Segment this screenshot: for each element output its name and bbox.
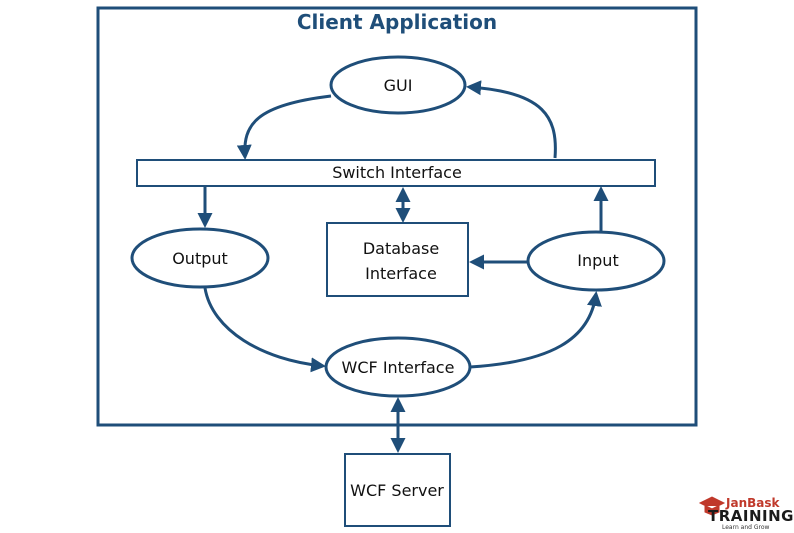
graduation-cap-icon xyxy=(698,496,726,516)
arrow-output-to-wcf-interface xyxy=(203,287,326,373)
switch-interface-label: Switch Interface xyxy=(332,163,462,182)
janbask-logo: JanBask TRAINING Learn and Grow xyxy=(698,496,794,531)
arrow-switch-to-gui xyxy=(466,80,557,159)
wcf-interface-label: WCF Interface xyxy=(342,358,455,377)
input-label: Input xyxy=(577,251,618,270)
gui-node xyxy=(329,55,467,115)
diagram-title: Client Application xyxy=(297,10,497,34)
database-interface-label-line2: Interface xyxy=(365,264,437,283)
wcf-server-label: WCF Server xyxy=(350,481,444,500)
logo-top-text: JanBask xyxy=(725,496,780,510)
logo-sub-text: Learn and Grow xyxy=(722,524,770,531)
wcf-server-box xyxy=(344,453,451,527)
gui-label: GUI xyxy=(384,76,413,95)
output-node xyxy=(130,227,270,289)
database-interface-box xyxy=(326,222,469,297)
switch-interface-bar xyxy=(136,159,656,187)
arrow-gui-to-switch xyxy=(236,94,332,160)
logo-main-text: TRAINING xyxy=(708,507,794,525)
arrow-wcf-interface-to-input xyxy=(469,291,602,369)
database-interface-label-line1: Database xyxy=(363,239,439,258)
input-node xyxy=(526,230,666,292)
output-label: Output xyxy=(172,249,228,268)
